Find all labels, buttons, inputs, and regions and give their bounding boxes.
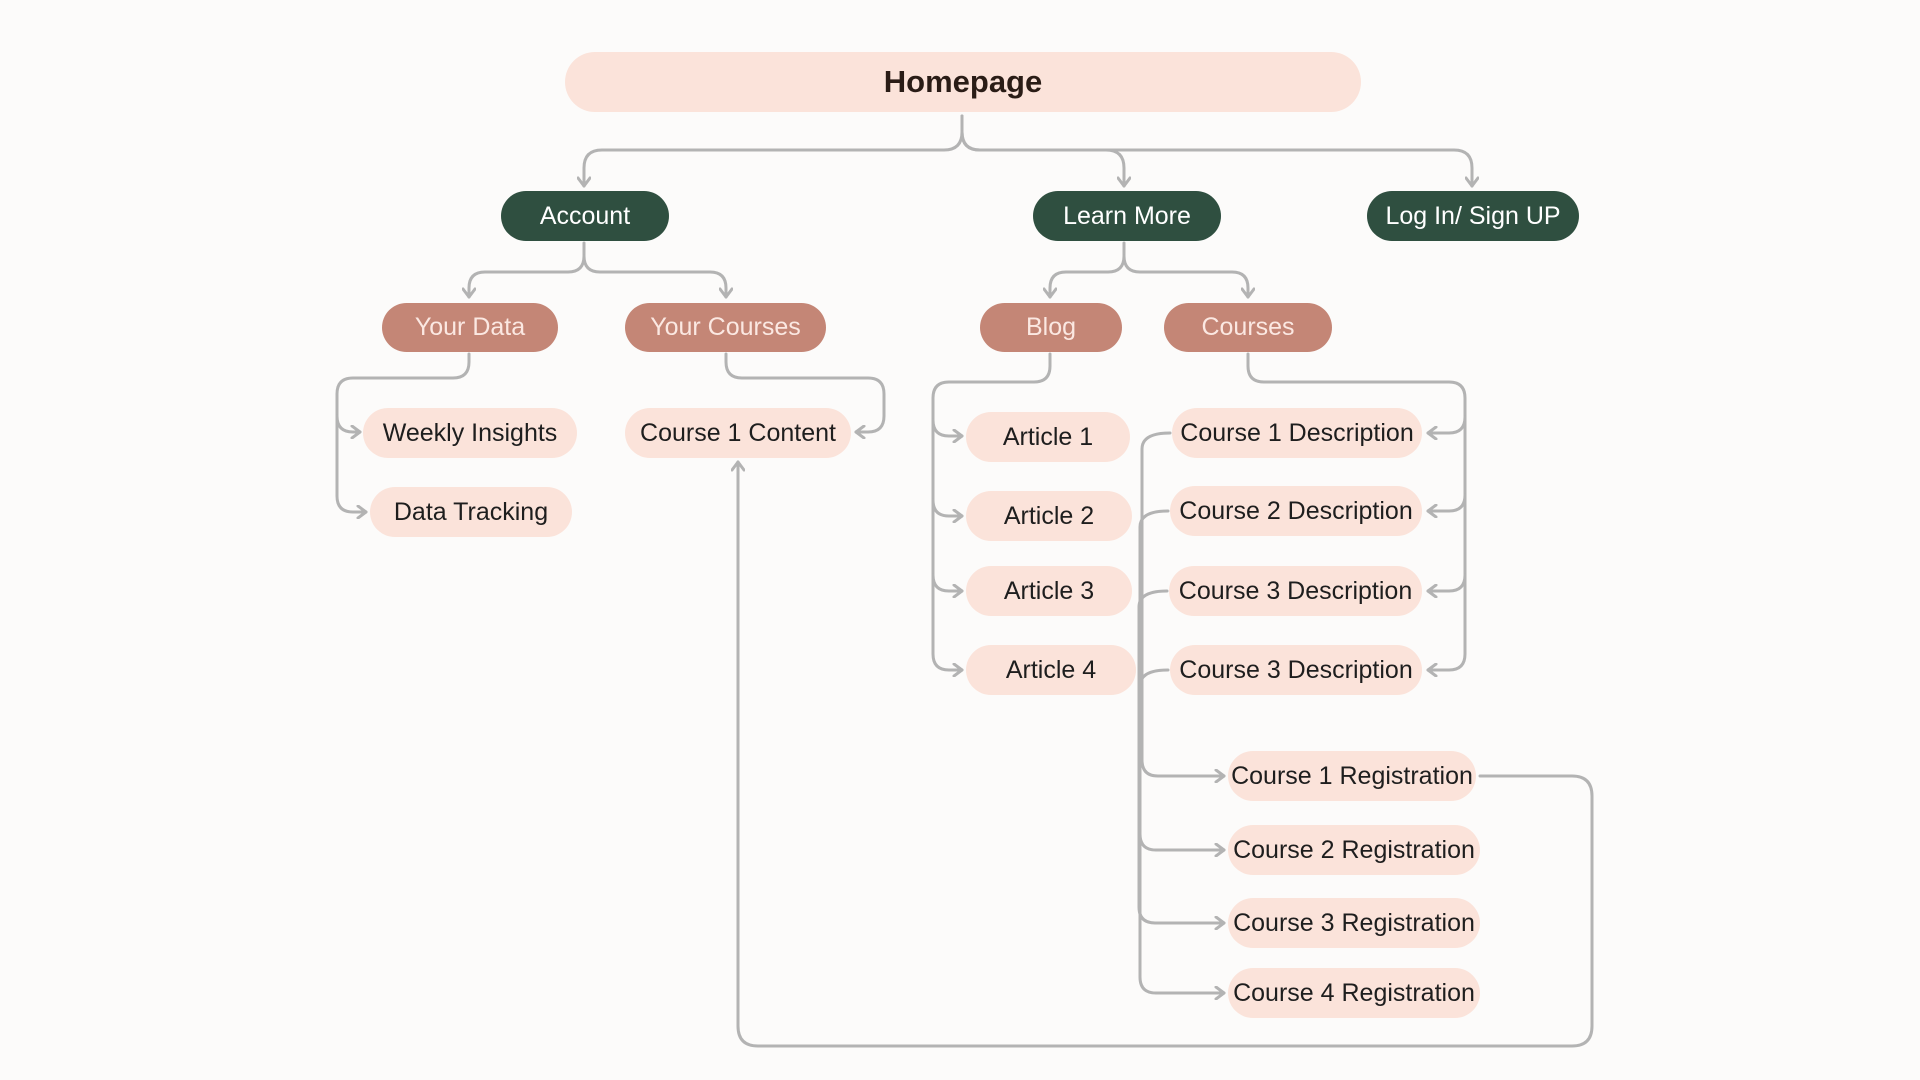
course-1-description-node: Course 1 Description xyxy=(1172,408,1422,458)
data-tracking-node: Data Tracking xyxy=(370,487,572,537)
connector-account-your-courses xyxy=(582,254,726,299)
connector-desc1-reg1 xyxy=(1140,431,1226,776)
connector-courses-descriptions xyxy=(1246,352,1467,433)
course-1-content-node: Course 1 Content xyxy=(625,408,851,458)
courses-node: Courses xyxy=(1164,303,1332,352)
homepage-node: Homepage xyxy=(565,52,1361,112)
connector-homepage-login xyxy=(960,130,1472,188)
your-data-node: Your Data xyxy=(382,303,558,352)
article-1-node: Article 1 xyxy=(966,412,1130,462)
connector-blog-articles xyxy=(931,352,1052,436)
course-3-description-second-node: Course 3 Description xyxy=(1170,645,1422,695)
connector-blog-article-4 xyxy=(931,573,964,670)
connector-desc4-reg4 xyxy=(1138,668,1226,993)
connector-learn-more-blog xyxy=(1050,241,1126,299)
login-signup-node: Log In/ Sign UP xyxy=(1367,191,1579,241)
connector-learn-more-courses xyxy=(1122,254,1248,299)
connector-your-data-weekly xyxy=(335,352,471,432)
connector-your-data-tracking xyxy=(335,414,368,512)
learn-more-node: Learn More xyxy=(1033,191,1221,241)
weekly-insights-node: Weekly Insights xyxy=(363,408,577,458)
connector-account-your-data xyxy=(469,241,586,299)
course-4-registration-node: Course 4 Registration xyxy=(1228,968,1480,1018)
blog-node: Blog xyxy=(980,303,1122,352)
account-node: Account xyxy=(501,191,669,241)
course-2-description-node: Course 2 Description xyxy=(1170,486,1422,536)
connector-your-courses-content xyxy=(724,352,886,432)
course-1-registration-node: Course 1 Registration xyxy=(1228,751,1476,801)
course-3-registration-node: Course 3 Registration xyxy=(1228,898,1480,948)
article-2-node: Article 2 xyxy=(966,491,1132,541)
connector-desc3-reg3 xyxy=(1137,589,1226,923)
article-3-node: Article 3 xyxy=(966,566,1132,616)
course-3-description-node: Course 3 Description xyxy=(1169,566,1422,616)
connector-blog-article-2 xyxy=(931,418,964,516)
course-2-registration-node: Course 2 Registration xyxy=(1228,825,1480,875)
connector-homepage-account xyxy=(584,114,964,188)
connector-courses-description-4 xyxy=(1426,573,1467,670)
article-4-node: Article 4 xyxy=(966,645,1136,695)
connector-reg1-content xyxy=(738,460,1594,1048)
your-courses-node: Your Courses xyxy=(625,303,826,352)
